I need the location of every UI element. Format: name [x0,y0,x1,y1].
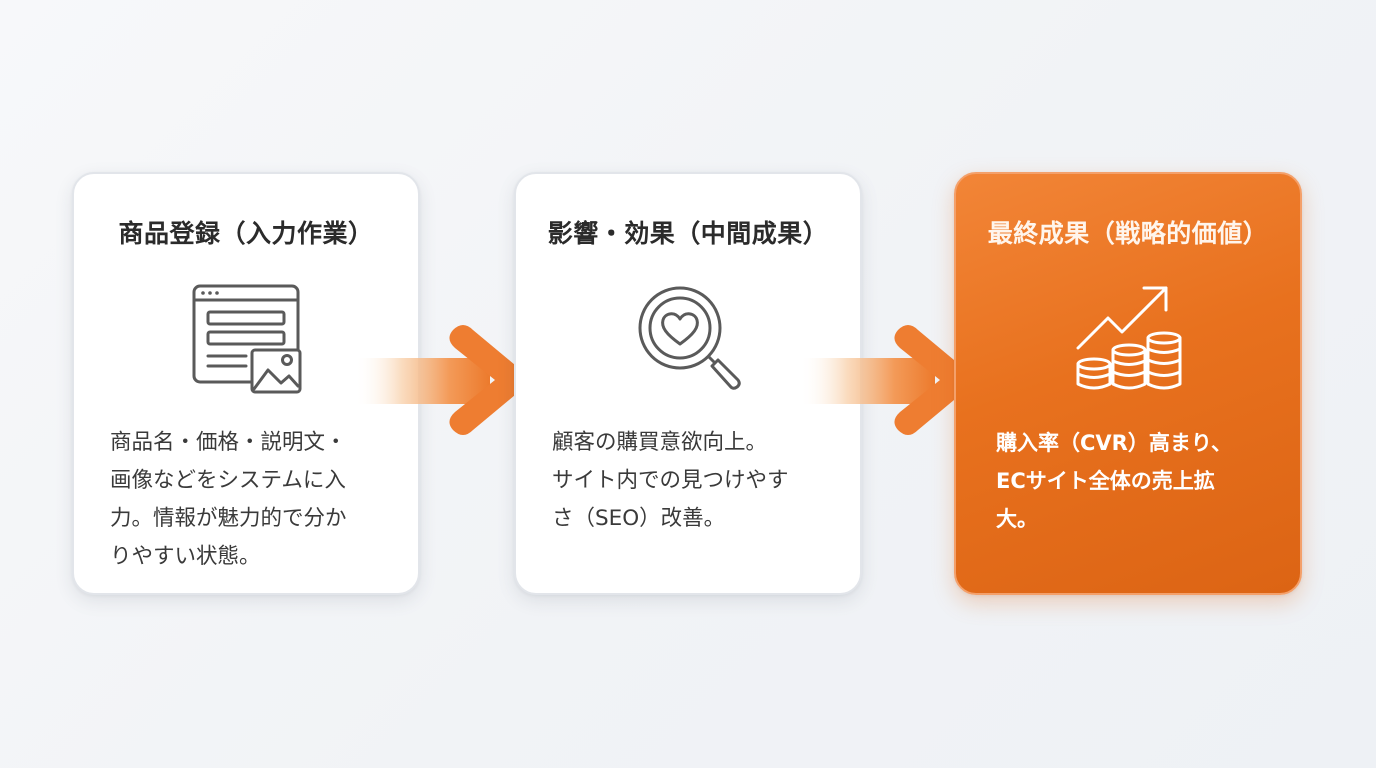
card-final-outcome-step: 最終成果（戦略的価値） 購入率（CVR）高まり、 ECサイト全体の売上拡 大。 [954,172,1302,595]
card-description: 購入率（CVR）高まり、 ECサイト全体の売上拡 大。 [996,431,1232,531]
flow-arrow-right [345,300,545,460]
card-description: 商品名・価格・説明文・ 画像などをシステムに入 力。情報が魅力的で分か りやすい… [110,430,347,569]
card-title: 商品登録（入力作業） [118,219,374,248]
rising-coins-arrow-icon [1070,282,1186,398]
flow-arrow-right [790,300,990,460]
card-effect-step: 影響・効果（中間成果） 顧客の購買意欲向上。 サイト内での見つけやす さ（SEO… [514,172,862,595]
card-title: 最終成果（戦略的価値） [987,219,1269,248]
card-description: 顧客の購買意欲向上。 サイト内での見つけやす さ（SEO）改善。 [552,430,789,531]
web-form-with-image-icon [188,282,304,398]
magnifier-heart-icon [630,282,746,398]
card-title: 影響・効果（中間成果） [547,219,829,248]
